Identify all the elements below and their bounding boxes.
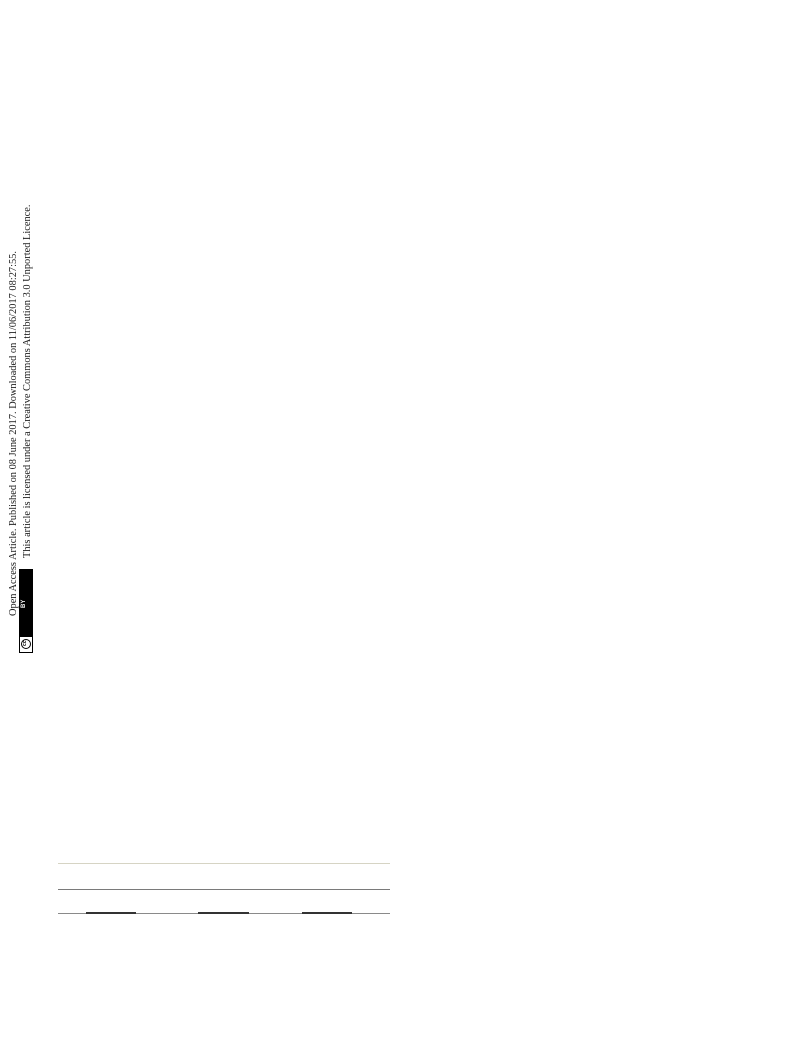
cc-by-license-icon[interactable]: BY cc xyxy=(19,569,33,653)
cc-by-label: BY xyxy=(21,599,27,608)
cc-label: cc xyxy=(22,640,28,646)
table-top-rule xyxy=(58,863,390,864)
table-column-rule-2 xyxy=(198,912,249,914)
license-statement: This article is licensed under a Creativ… xyxy=(22,204,33,558)
table-column-rule-1 xyxy=(86,912,136,914)
publication-notice: Open Access Article. Published on 08 Jun… xyxy=(8,251,19,616)
table-header-rule xyxy=(58,889,390,890)
cc-icon: cc xyxy=(20,636,32,652)
table-column-rule-3 xyxy=(302,912,352,914)
